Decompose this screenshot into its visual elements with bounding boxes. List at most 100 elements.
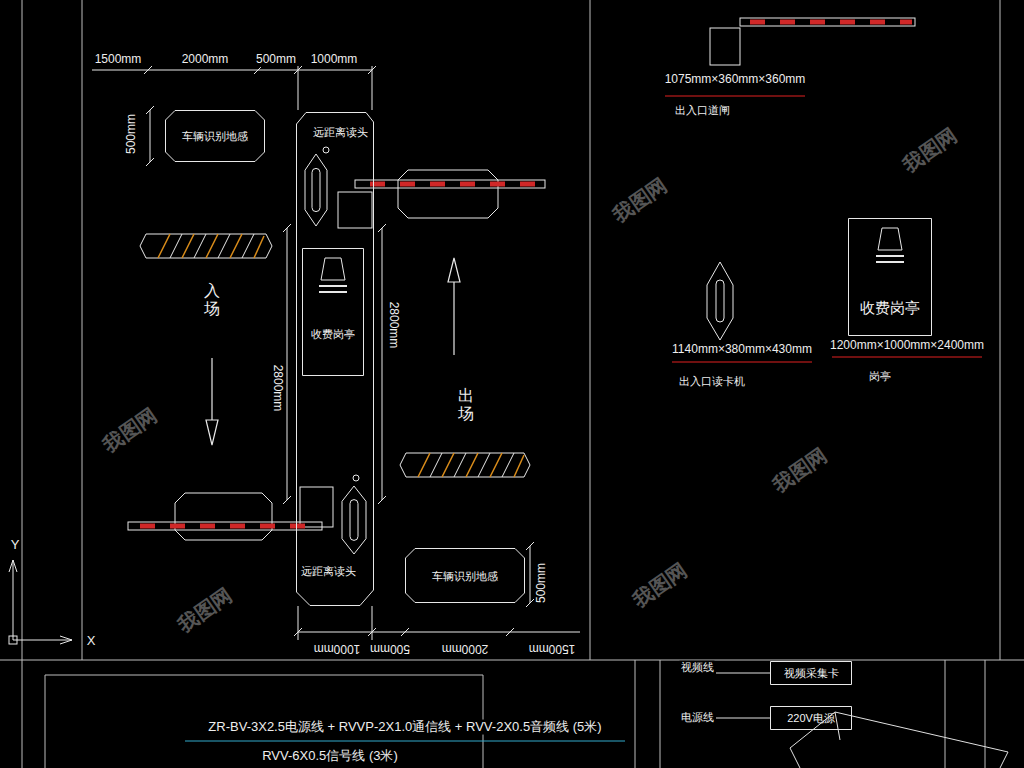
node-border — [849, 219, 932, 336]
axis-label: X — [86, 634, 97, 649]
item-caption: 岗亭 — [868, 370, 892, 383]
frame-line — [985, 660, 986, 768]
dimension-line — [530, 546, 531, 603]
card-reader-symbol — [350, 500, 358, 541]
barrier-stripe — [230, 524, 245, 529]
barrier-gate — [398, 170, 498, 218]
speed-bump-stripe — [230, 234, 242, 258]
cable-underline — [185, 740, 625, 741]
barrier-stripe — [520, 182, 535, 187]
barrier-stripe — [260, 524, 275, 529]
dimension-line — [287, 228, 288, 500]
card-reader-symbol — [707, 262, 733, 340]
barrier-stripe — [430, 182, 445, 187]
speed-bump-stripe — [430, 453, 442, 477]
barrier-stripe — [490, 182, 505, 187]
speed-bump — [140, 234, 530, 477]
dimension-line — [283, 496, 291, 504]
wire-line — [716, 718, 770, 719]
item-caption: 出入口道闸 — [674, 104, 731, 117]
node-border — [771, 707, 852, 730]
barrier-gate — [338, 192, 372, 228]
spec-underline — [665, 95, 805, 96]
node-border — [771, 662, 852, 685]
dimension-label: 500mm — [535, 562, 549, 604]
dimension-line — [144, 66, 152, 74]
desk-icon — [876, 256, 904, 262]
card-reader-symbol — [312, 168, 320, 211]
card-reader-symbol — [342, 486, 366, 554]
barrier-gate — [740, 18, 915, 26]
speed-bump-stripe — [170, 234, 182, 258]
dimension-line — [298, 66, 299, 110]
dimension-line — [506, 628, 514, 636]
dimension-label: 1000mm — [310, 53, 359, 67]
cable-note: RVV-6X0.5信号线 (3米) — [261, 749, 399, 764]
barrier-gate — [175, 493, 272, 540]
vehicle-loop-box: 车辆识别地感 — [405, 548, 525, 603]
speed-bump-stripe — [158, 234, 170, 258]
desk-icon — [319, 286, 347, 292]
speed-bump-stripe — [242, 234, 254, 258]
dimension-line — [378, 224, 386, 232]
dimension-line — [146, 106, 154, 114]
dimension-line — [401, 628, 409, 636]
dimension-line — [283, 224, 291, 232]
direction-label: 入场 — [204, 282, 220, 317]
wire-label: 视频线 — [680, 661, 715, 674]
speed-bump-stripe — [502, 453, 514, 477]
barrier-stripe — [200, 524, 215, 529]
axis-symbol — [13, 560, 72, 640]
barrier-stripe — [140, 22, 912, 526]
booth-outline — [848, 218, 932, 336]
barrier-stripe — [460, 182, 475, 187]
wire-line — [835, 712, 840, 740]
axis-symbol — [60, 636, 72, 644]
node-border — [303, 249, 364, 376]
camera-symbol — [353, 475, 359, 481]
direction-arrow — [448, 258, 460, 282]
node-text: 视频采集卡 — [784, 667, 839, 680]
speed-bump-stripe — [442, 453, 454, 477]
barrier-stripe — [750, 20, 765, 25]
speed-bump-stripe — [206, 234, 218, 258]
speed-bump-stripe — [466, 453, 478, 477]
frame-line — [22, 0, 23, 768]
axis-symbol — [9, 560, 17, 572]
wire-line — [716, 673, 770, 674]
axis-label: Y — [10, 538, 21, 553]
spec-underline — [832, 356, 982, 357]
camera-symbol — [323, 147, 329, 153]
barrier-stripe — [140, 524, 155, 529]
dimension-label: 2000mm — [441, 641, 490, 655]
safety-island: 收费岗亭远距离读头远距离读头 — [296, 112, 374, 606]
dimension-line — [382, 228, 383, 500]
booth-outline — [302, 248, 364, 376]
spec-label: 1075mm×360mm×360mm — [664, 73, 807, 87]
frame-line — [0, 660, 1024, 661]
frame-line — [590, 0, 591, 660]
frame-line — [1000, 0, 1001, 660]
axis-symbol — [9, 636, 17, 644]
node-text: 远距离读头 — [301, 565, 356, 578]
node-text: 车辆识别地感 — [182, 130, 248, 143]
dimension-label: 500mm — [125, 113, 139, 155]
spec-label: 1200mm×1000mm×2400mm — [829, 339, 985, 353]
dimension-label: 1500mm — [94, 53, 143, 67]
speed-bump-stripe — [254, 236, 264, 258]
dimension-line — [298, 632, 580, 633]
barrier-stripe — [290, 524, 305, 529]
node-border — [297, 113, 374, 606]
dimension-label: 500mm — [369, 641, 411, 655]
speed-bump — [400, 453, 530, 477]
capture-card-box: 视频采集卡 — [770, 661, 852, 685]
barrier-stripe — [370, 182, 385, 187]
speed-bump-stripe — [418, 453, 430, 477]
node-text: 车辆识别地感 — [432, 570, 498, 583]
frame-line — [82, 0, 83, 660]
node-text: 收费岗亭 — [860, 299, 920, 316]
speed-bump-stripe — [490, 453, 502, 477]
barrier-stripe — [900, 20, 912, 25]
